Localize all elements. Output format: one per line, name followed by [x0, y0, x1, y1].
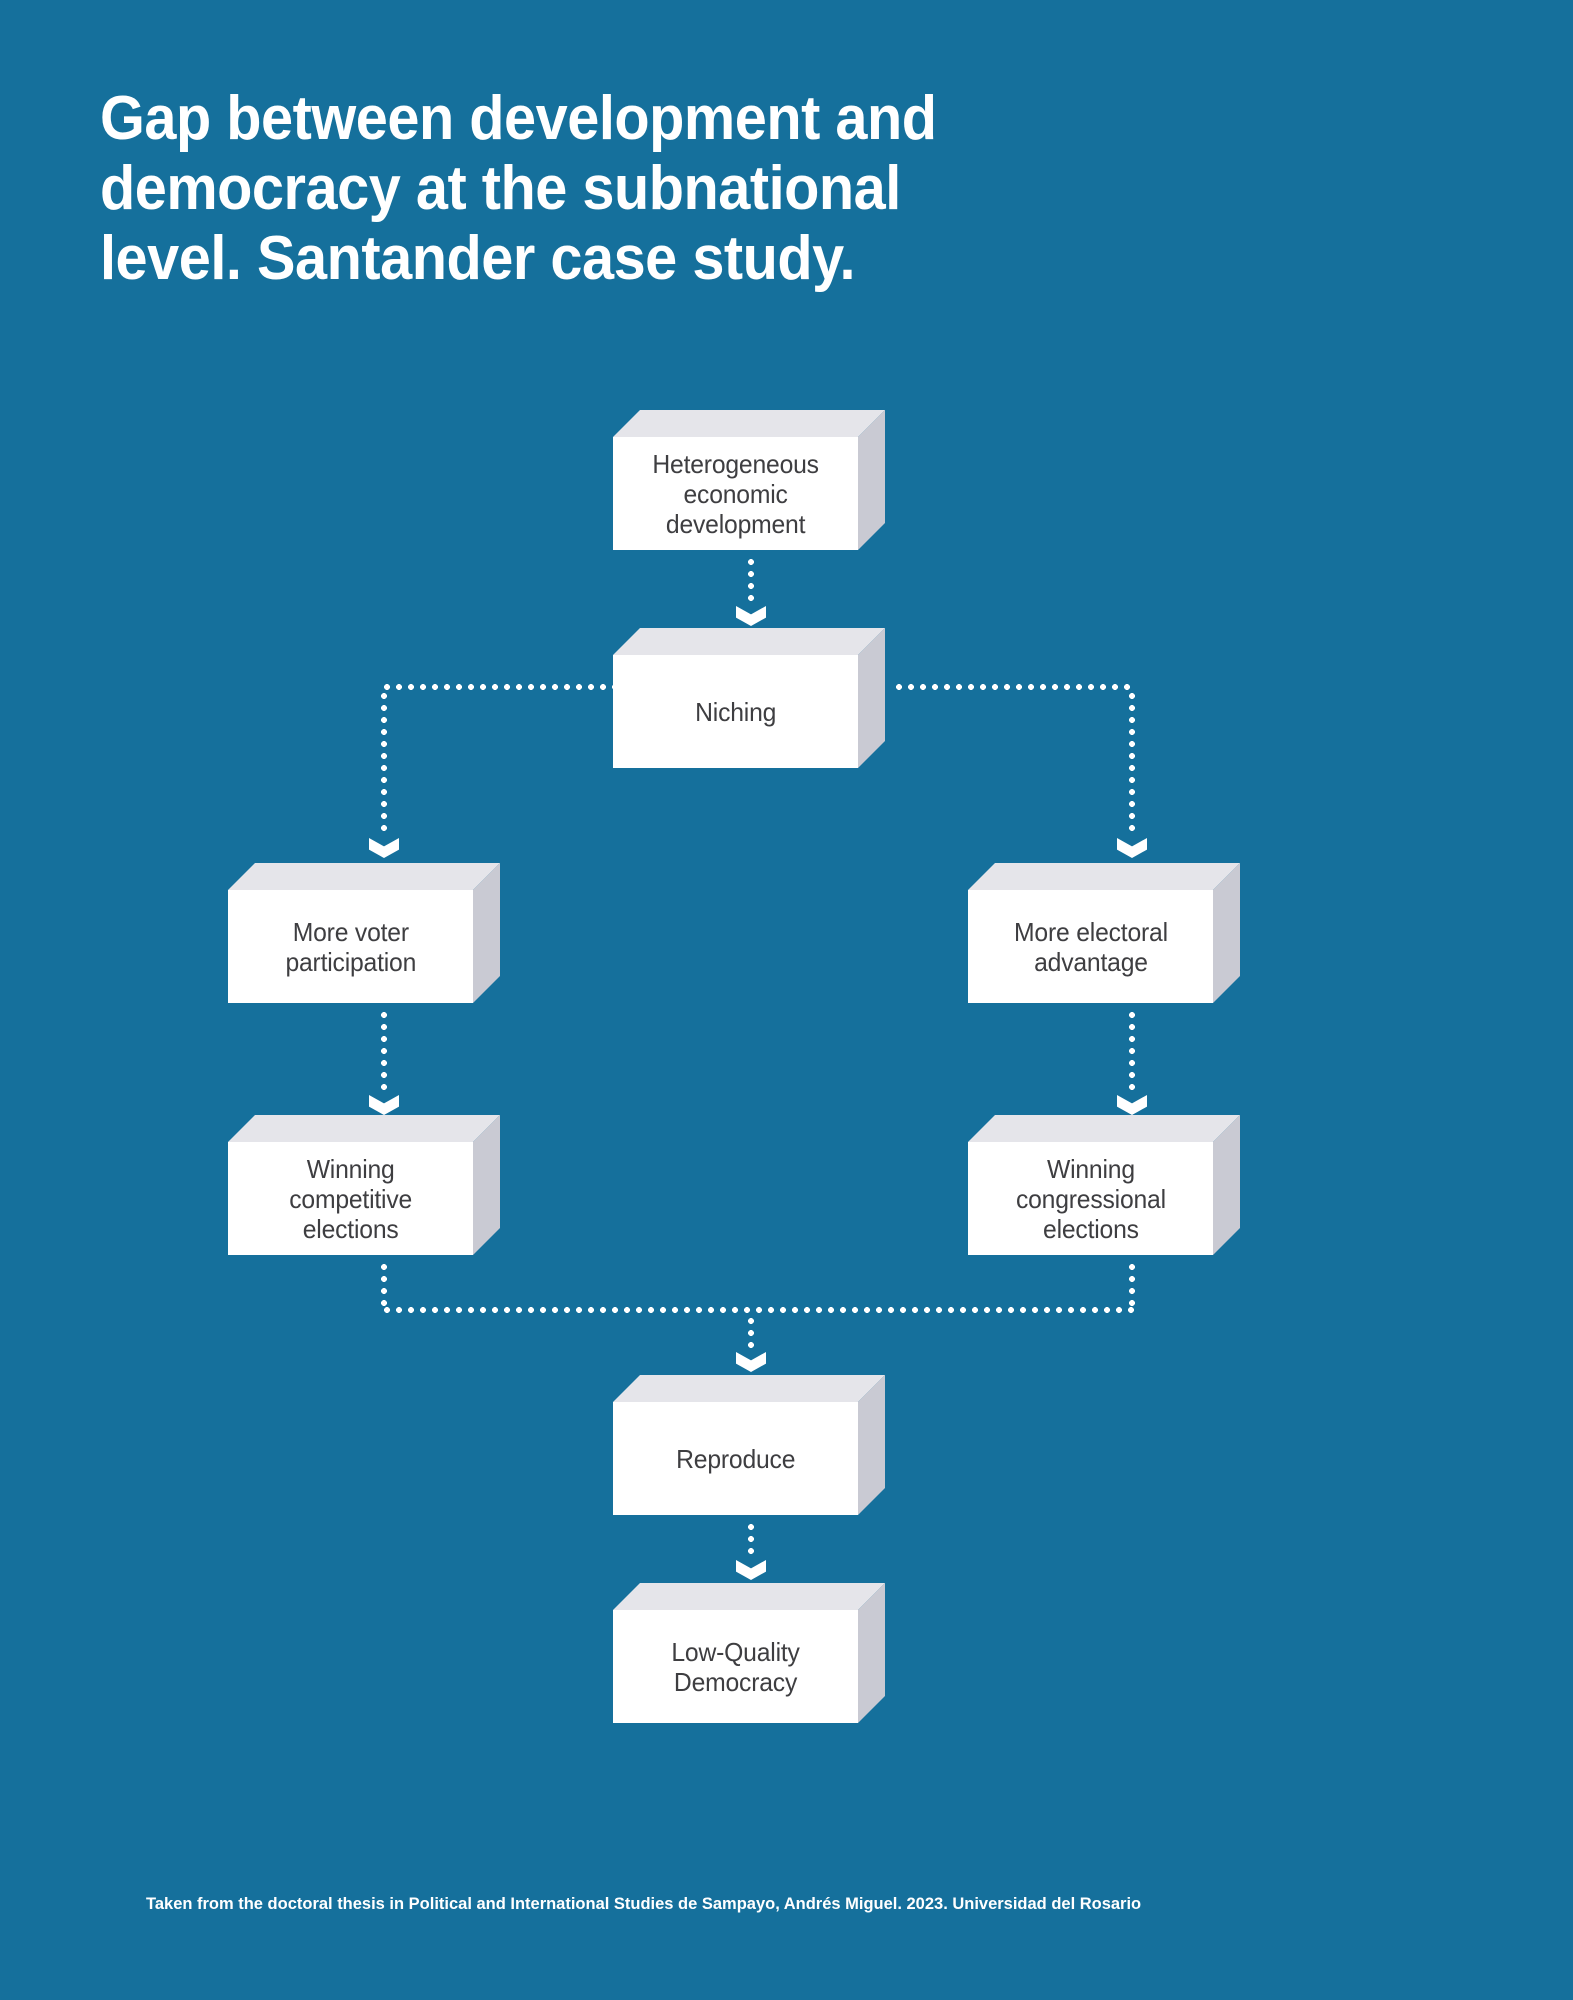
node-label: Low-Quality Democracy: [671, 1636, 800, 1697]
node-more-voter-participation: More voter participation: [228, 890, 473, 1003]
page-title-line-2: democracy at the subnational: [100, 154, 901, 223]
connector-heterogeneous-to-niching: [748, 556, 754, 604]
connector-congressional-join-stub: [1129, 1261, 1135, 1307]
connector-voter-to-competitive: [381, 1009, 387, 1093]
footer-credit: Taken from the doctoral thesis in Politi…: [146, 1894, 1142, 1913]
page-title: Gap between development and democracy at…: [100, 84, 937, 294]
node-label: Heterogeneous economic development: [652, 448, 819, 539]
arrowhead-lowquality-icon: [736, 1560, 766, 1580]
connector-join-horizontal: [381, 1307, 1135, 1313]
page-title-line-1: Gap between development and: [100, 84, 937, 153]
node-label: More voter participation: [285, 916, 416, 977]
node-label: Winning congressional elections: [1015, 1153, 1166, 1244]
arrowhead-voter-icon: [369, 838, 399, 858]
connector-electoral-to-congressional: [1129, 1009, 1135, 1093]
node-label: More electoral advantage: [1013, 916, 1168, 977]
node-niching: Niching: [613, 655, 858, 768]
node-more-electoral-advantage: More electoral advantage: [968, 890, 1213, 1003]
arrowhead-competitive-icon: [369, 1095, 399, 1115]
node-label: Reproduce: [675, 1443, 796, 1474]
node-label: Niching: [694, 696, 777, 727]
connector-niching-to-voter: [381, 690, 387, 836]
node-reproduce: Reproduce: [613, 1402, 858, 1515]
connector-reproduce-to-lowquality: [748, 1521, 754, 1559]
arrowhead-reproduce-icon: [736, 1352, 766, 1372]
node-heterogeneous-economic-development: Heterogeneous economic development: [613, 437, 858, 550]
connector-competitive-join-stub: [381, 1261, 387, 1307]
node-winning-competitive-elections: Winning competitive elections: [228, 1142, 473, 1255]
connector-niching-to-electoral: [1129, 690, 1135, 836]
node-low-quality-democracy: Low-Quality Democracy: [613, 1610, 858, 1723]
arrowhead-congressional-icon: [1117, 1095, 1147, 1115]
arrowhead-electoral-icon: [1117, 838, 1147, 858]
connector-join-to-reproduce: [748, 1315, 754, 1351]
connector-niching-branch-left: [381, 684, 613, 690]
page-title-line-3: level. Santander case study.: [100, 224, 856, 293]
connector-niching-branch-right: [893, 684, 1135, 690]
node-winning-congressional-elections: Winning congressional elections: [968, 1142, 1213, 1255]
arrowhead-niching-icon: [736, 606, 766, 626]
node-label: Winning competitive elections: [289, 1153, 412, 1244]
